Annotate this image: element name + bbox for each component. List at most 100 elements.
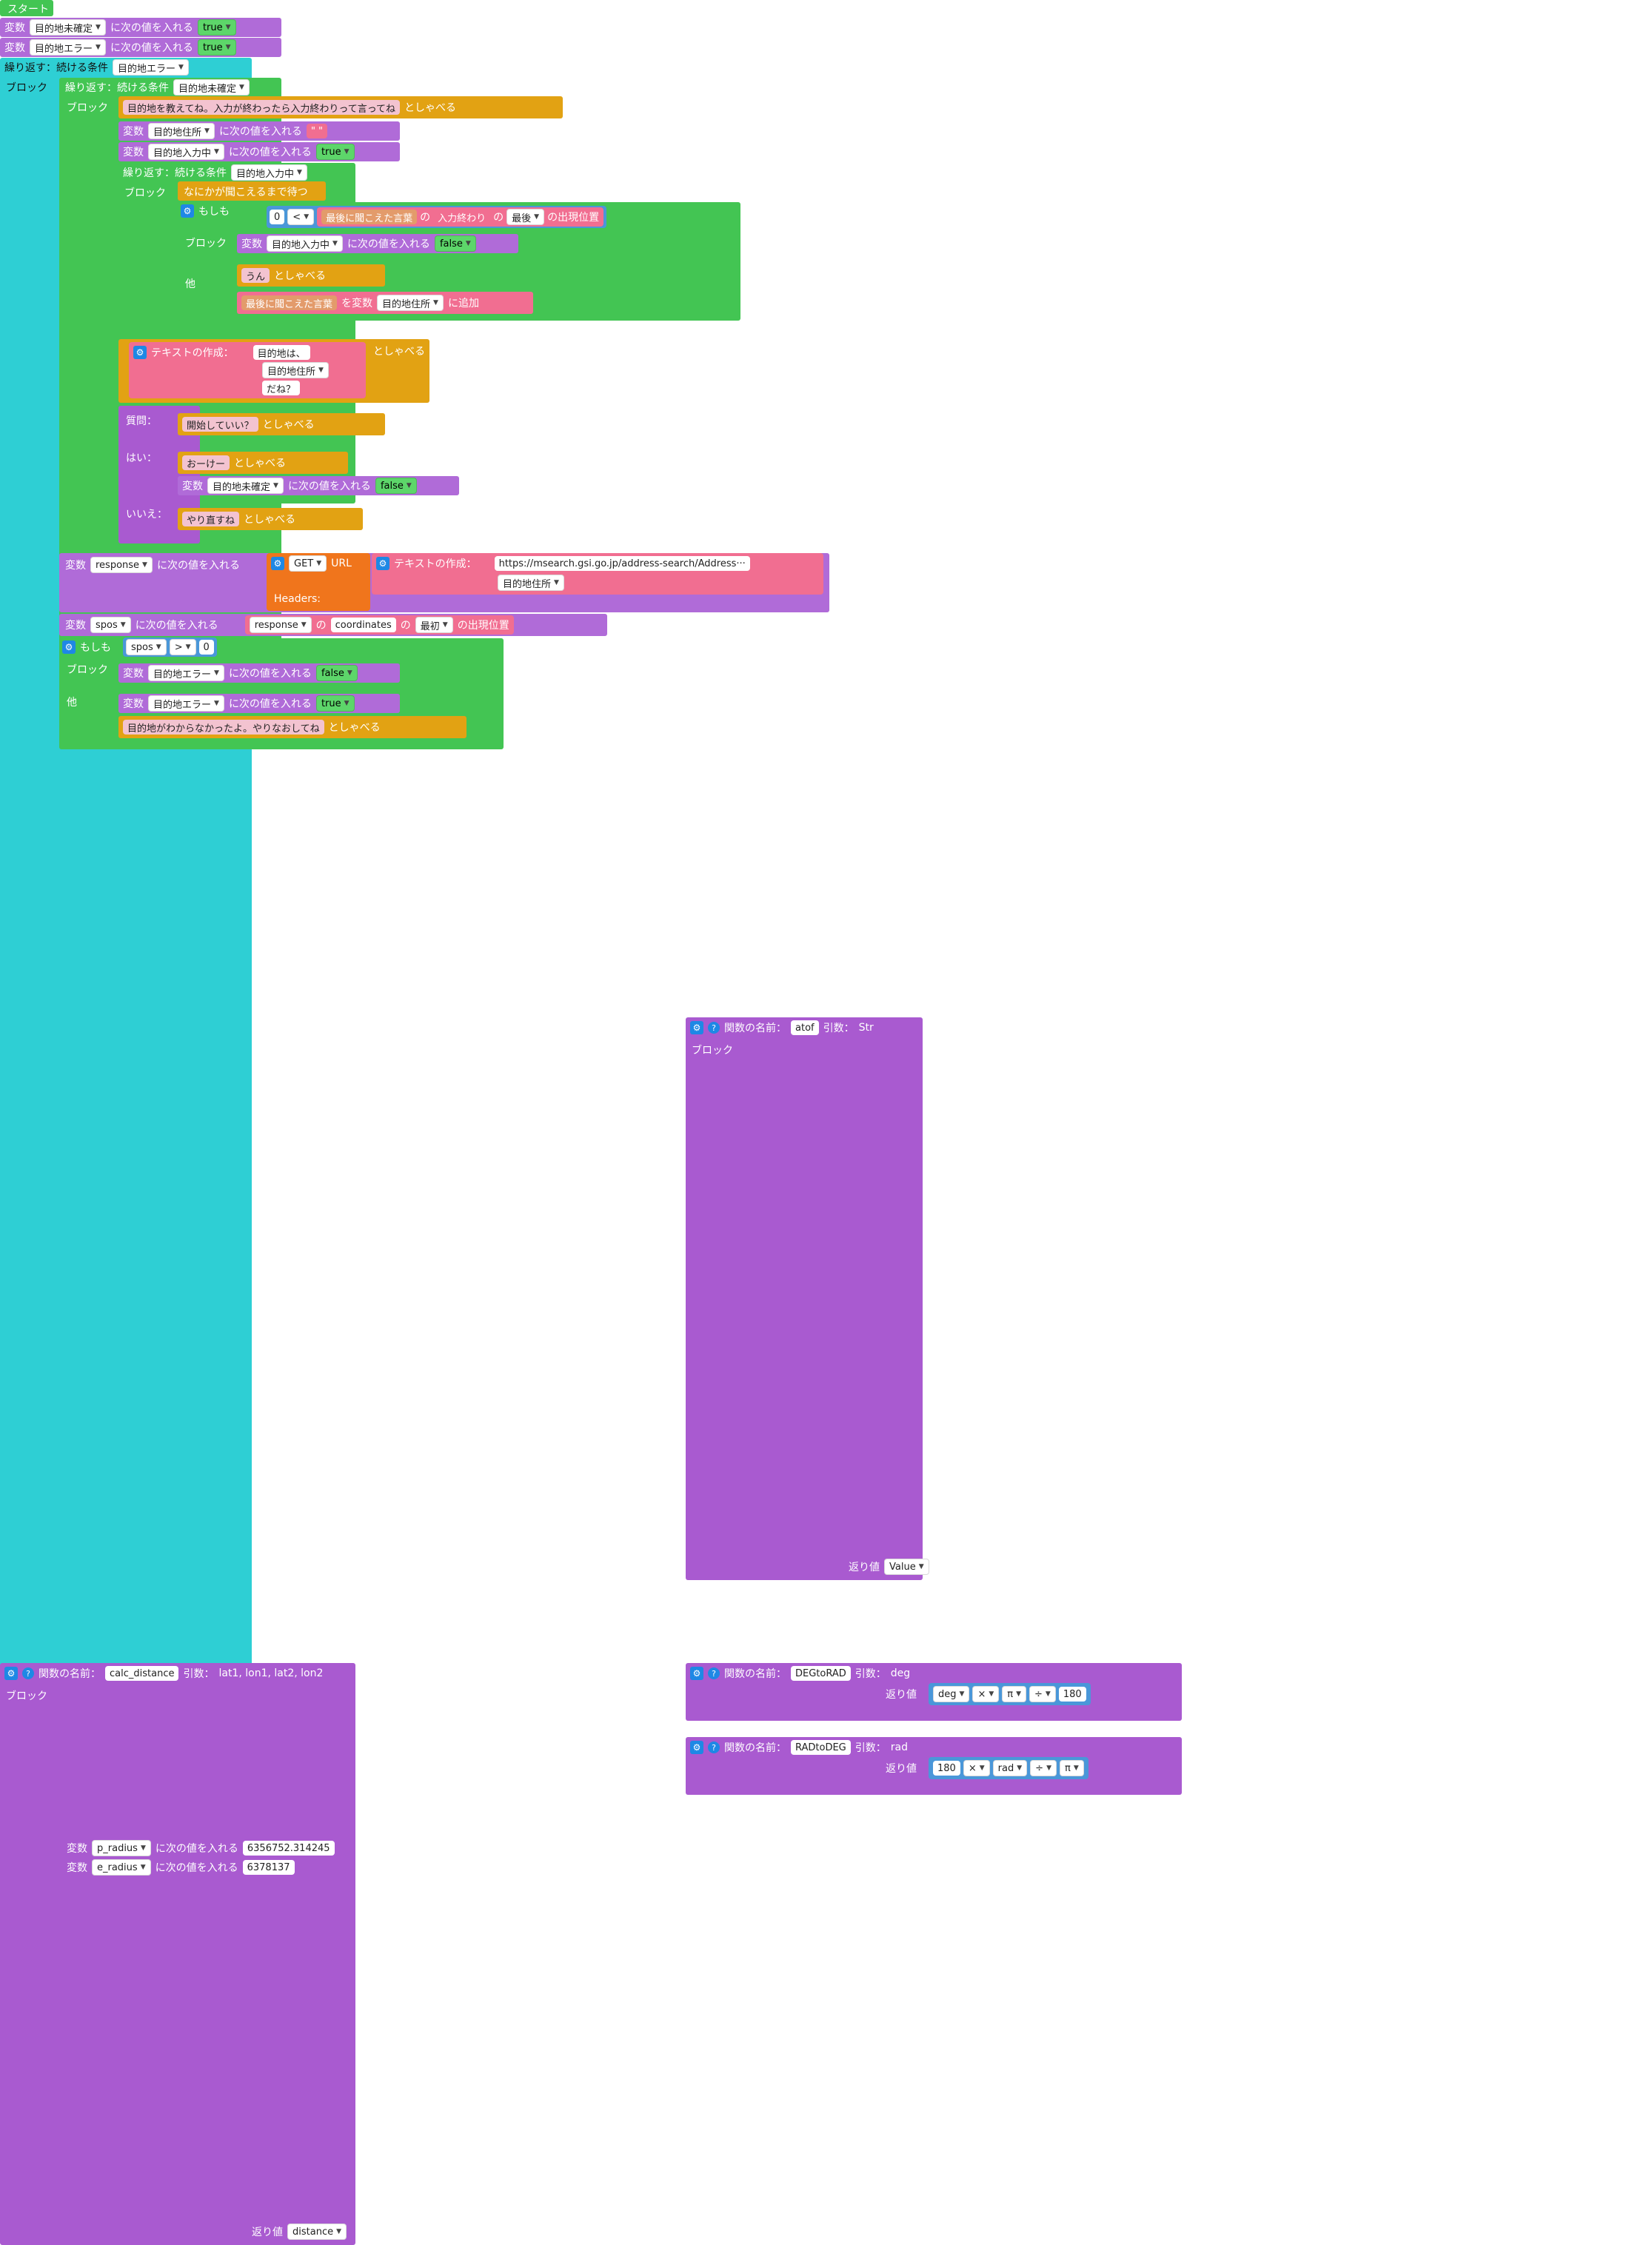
help-icon[interactable]: ? bbox=[708, 1667, 720, 1679]
number-value[interactable]: 6378137 bbox=[242, 1860, 295, 1875]
gear-icon[interactable]: ⚙ bbox=[376, 557, 389, 570]
set-var-block[interactable]: 変数 目的地エラー▼ に次の値を入れる true▼ bbox=[118, 694, 400, 713]
say-block[interactable]: やり直すね としゃべる bbox=[178, 508, 363, 530]
bool-dropdown[interactable]: false▼ bbox=[434, 235, 476, 252]
gear-icon[interactable]: ⚙ bbox=[271, 557, 284, 570]
say-block[interactable]: 目的地を教えてね。入力が終わったら入力終わりって言ってね としゃべる bbox=[118, 96, 563, 118]
say-block[interactable]: 開始していい？ としゃべる bbox=[178, 413, 385, 435]
op-dropdown[interactable]: ×▼ bbox=[963, 1760, 990, 1776]
condition-var[interactable]: 目的地未確定▼ bbox=[173, 79, 250, 96]
say-block[interactable]: ⚙ テキストの作成： 目的地は、 目的地住所▼ だね？ としゃべる bbox=[118, 339, 429, 403]
set-var-block[interactable]: 変数 目的地入力中▼ に次の値を入れる true▼ bbox=[118, 142, 400, 161]
set-var-block[interactable]: 変数 目的地未確定▼ に次の値を入れる false▼ bbox=[178, 476, 459, 495]
http-method-dropdown[interactable]: GET▼ bbox=[289, 555, 327, 572]
function-radtodeg[interactable]: ⚙ ? 関数の名前： RADtoDEG 引数： rad 返り値 180 ×▼ r… bbox=[686, 1737, 1182, 1795]
compare-op[interactable]: >▼ bbox=[169, 639, 196, 655]
bool-dropdown[interactable]: false▼ bbox=[315, 665, 358, 681]
bool-dropdown[interactable]: true▼ bbox=[315, 695, 355, 712]
op-dropdown[interactable]: ×▼ bbox=[972, 1686, 1000, 1702]
help-icon[interactable]: ? bbox=[22, 1667, 34, 1679]
function-atof[interactable]: ⚙ ? 関数の名前： atof 引数： Str ブロック 返り値 Value▼ bbox=[686, 1017, 929, 1580]
variable-dropdown[interactable]: 目的地エラー▼ bbox=[148, 695, 224, 712]
gear-icon[interactable]: ⚙ bbox=[181, 204, 194, 218]
text-value[interactable]: 目的地は、 bbox=[253, 345, 310, 360]
fn-name[interactable]: calc_distance bbox=[105, 1666, 179, 1681]
url-text[interactable]: https://msearch.gsi.go.jp/address-search… bbox=[494, 556, 750, 571]
pi-dropdown[interactable]: π▼ bbox=[1059, 1760, 1084, 1776]
text-value[interactable]: 入力終わり bbox=[433, 210, 491, 224]
variable-dropdown[interactable]: response▼ bbox=[249, 617, 312, 633]
set-var-block[interactable]: 変数 目的地入力中▼ に次の値を入れる false▼ bbox=[237, 234, 518, 253]
say-block[interactable]: おーけー としゃべる bbox=[178, 452, 348, 474]
variable-dropdown[interactable]: spos▼ bbox=[90, 617, 131, 633]
help-icon[interactable]: ? bbox=[708, 1742, 720, 1753]
number-value[interactable]: 180 bbox=[933, 1761, 960, 1776]
say-block[interactable]: 目的地がわからなかったよ。やりなおしてね としゃべる bbox=[118, 716, 466, 738]
set-var-block[interactable]: 変数 目的地未確定▼ に次の値を入れる true▼ bbox=[0, 18, 281, 37]
fn-name[interactable]: DEGtoRAD bbox=[791, 1666, 851, 1681]
gear-icon[interactable]: ⚙ bbox=[690, 1021, 703, 1034]
set-var-block[interactable]: 変数 response▼ に次の値を入れる ⚙ GET▼ URL Headers… bbox=[59, 553, 829, 612]
wait-hear-block[interactable]: なにかが聞こえるまで待つ bbox=[178, 181, 326, 201]
bool-dropdown[interactable]: true▼ bbox=[197, 39, 236, 56]
set-var-block[interactable]: 変数 目的地エラー▼ に次の値を入れる true▼ bbox=[0, 38, 281, 57]
variable-dropdown[interactable]: 目的地入力中▼ bbox=[148, 144, 224, 160]
say-block[interactable]: うん としゃべる bbox=[237, 264, 385, 287]
variable-dropdown[interactable]: distance▼ bbox=[287, 2224, 347, 2240]
variable-dropdown[interactable]: 目的地エラー▼ bbox=[30, 39, 106, 56]
variable-dropdown[interactable]: 目的地住所▼ bbox=[148, 123, 215, 139]
set-var-block[interactable]: 変数 目的地住所▼ に次の値を入れる " " bbox=[118, 121, 400, 141]
bool-dropdown[interactable]: true▼ bbox=[197, 19, 236, 36]
text-value[interactable]: おーけー bbox=[182, 455, 230, 470]
gear-icon[interactable]: ⚙ bbox=[133, 346, 147, 359]
variable-dropdown[interactable]: response▼ bbox=[90, 557, 153, 573]
heard-text[interactable]: 最後に聞こえた言葉 bbox=[241, 295, 338, 310]
condition-var[interactable]: 目的地入力中▼ bbox=[231, 164, 307, 181]
pi-dropdown[interactable]: π▼ bbox=[1002, 1686, 1027, 1702]
text-value[interactable]: 開始していい？ bbox=[182, 417, 258, 432]
text-value[interactable]: だね？ bbox=[262, 381, 301, 395]
fn-name[interactable]: RADtoDEG bbox=[791, 1740, 851, 1755]
text-value[interactable]: うん bbox=[241, 268, 270, 283]
bool-dropdown[interactable]: true▼ bbox=[315, 144, 355, 160]
append-block[interactable]: 最後に聞こえた言葉 を変数 目的地住所▼ に追加 bbox=[237, 292, 533, 314]
number-value[interactable]: 0 bbox=[270, 210, 285, 224]
gear-icon[interactable]: ⚙ bbox=[4, 1667, 18, 1680]
empty-string[interactable]: " " bbox=[306, 124, 328, 138]
variable-dropdown[interactable]: 目的地住所▼ bbox=[498, 575, 564, 591]
heard-text[interactable]: 最後に聞こえた言葉 bbox=[321, 210, 418, 224]
number-value[interactable]: 0 bbox=[198, 640, 214, 655]
op-dropdown[interactable]: ÷▼ bbox=[1030, 1760, 1057, 1776]
gear-icon[interactable]: ⚙ bbox=[690, 1667, 703, 1680]
variable-dropdown[interactable]: 目的地未確定▼ bbox=[30, 19, 106, 36]
position-dropdown[interactable]: 最初▼ bbox=[415, 617, 453, 633]
variable-dropdown[interactable]: 目的地入力中▼ bbox=[267, 235, 343, 252]
gear-icon[interactable]: ⚙ bbox=[62, 640, 76, 654]
set-var-block[interactable]: 変数 spos▼ に次の値を入れる response▼ の coordinate… bbox=[59, 614, 607, 636]
op-dropdown[interactable]: ÷▼ bbox=[1029, 1686, 1056, 1702]
variable-dropdown[interactable]: spos▼ bbox=[126, 639, 167, 655]
function-degtorad[interactable]: ⚙ ? 関数の名前： DEGtoRAD 引数： deg 返り値 deg▼ ×▼ … bbox=[686, 1663, 1182, 1721]
variable-dropdown[interactable]: 目的地住所▼ bbox=[377, 295, 444, 311]
variable-dropdown[interactable]: deg▼ bbox=[933, 1686, 970, 1702]
text-value[interactable]: coordinates bbox=[330, 618, 396, 632]
variable-dropdown[interactable]: 目的地未確定▼ bbox=[207, 478, 284, 494]
condition-var[interactable]: 目的地エラー▼ bbox=[113, 59, 189, 76]
fn-name[interactable]: atof bbox=[791, 1020, 819, 1035]
variable-dropdown[interactable]: e_radius▼ bbox=[92, 1859, 151, 1876]
variable-dropdown[interactable]: Value▼ bbox=[884, 1559, 929, 1575]
help-icon[interactable]: ? bbox=[708, 1022, 720, 1034]
variable-dropdown[interactable]: 目的地住所▼ bbox=[262, 362, 329, 378]
text-value[interactable]: 目的地がわからなかったよ。やりなおしてね bbox=[123, 720, 324, 735]
start-block[interactable]: スタート bbox=[0, 0, 53, 16]
variable-dropdown[interactable]: 目的地エラー▼ bbox=[148, 665, 224, 681]
compare-op[interactable]: <▼ bbox=[287, 209, 315, 225]
text-value[interactable]: やり直すね bbox=[182, 512, 240, 526]
position-dropdown[interactable]: 最後▼ bbox=[506, 209, 545, 225]
number-value[interactable]: 6356752.314245 bbox=[242, 1841, 335, 1856]
number-value[interactable]: 180 bbox=[1058, 1687, 1086, 1702]
text-value[interactable]: 目的地を教えてね。入力が終わったら入力終わりって言ってね bbox=[123, 100, 401, 115]
function-calc-distance[interactable]: ⚙ ? 関数の名前： calc_distance 引数： lat1, lon1,… bbox=[0, 1663, 355, 2245]
variable-dropdown[interactable]: rad▼ bbox=[992, 1760, 1028, 1776]
gear-icon[interactable]: ⚙ bbox=[690, 1741, 703, 1754]
